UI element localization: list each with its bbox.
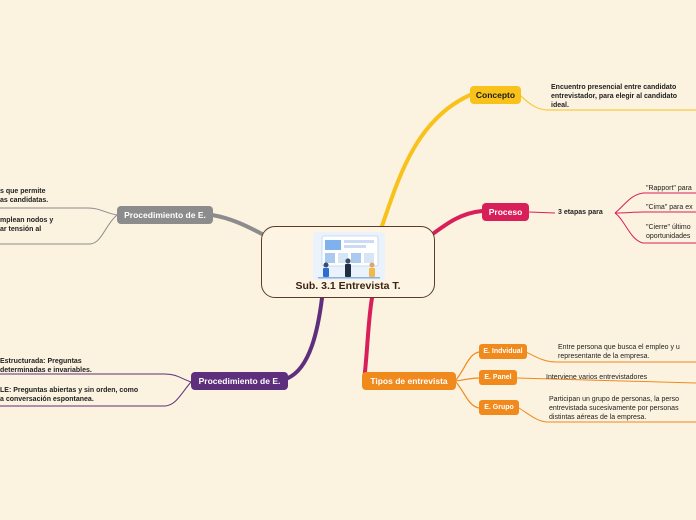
topic-procedimiento-gray[interactable]: Procedimiento de E. (117, 206, 213, 224)
concepto-text-line-3: ideal. (551, 102, 569, 109)
proc-purple-leaf-2 (0, 381, 192, 407)
topic-concepto[interactable]: Concepto (470, 86, 521, 104)
proc-gray-text-2a: mplean nodos y (0, 217, 54, 224)
central-topic-label: Sub. 3.1 Entrevista T. (295, 280, 401, 292)
tipos-leaf-3 (518, 407, 696, 423)
proc-gray-leaf-2 (0, 214, 118, 245)
proc-gray-leaf-1 (0, 207, 118, 216)
central-topic[interactable]: Sub. 3.1 Entrevista T. (261, 226, 435, 298)
topic-procedimiento-purple[interactable]: Procedimiento de E. (191, 372, 288, 390)
tipo-grupo-text-3: distintas aéreas de la empresa. (549, 414, 647, 421)
proc-purple-text-2b: a conversación espontanea. (0, 396, 94, 403)
tipos-leaf-1 (525, 351, 696, 363)
proc-purple-text-1b: determinadas e invariables. (0, 367, 92, 374)
concepto-text-line-1: Encuentro presencial entre candidato (551, 84, 677, 91)
people-in-front-of-dashboard-illustration (313, 232, 385, 280)
proceso-stage-3-cont: oportunidades (646, 233, 691, 240)
tipo-grupo-text-1: Participan un grupo de personas, la pers… (549, 396, 679, 403)
branch-tipos (362, 296, 374, 382)
tipo-individual[interactable]: E. Indvidual (479, 344, 527, 359)
proc-gray-text-1b: as candidatas. (0, 197, 49, 204)
concepto-leaf-line (519, 94, 696, 111)
proceso-stage-1: "Rapport" para (646, 185, 692, 192)
tipo-panel[interactable]: E. Panel (479, 370, 517, 385)
topic-tipos-de-entrevista[interactable]: Tipos de entrevista (362, 372, 456, 390)
proceso-stage-2-line (614, 211, 696, 214)
tipo-grupo[interactable]: E. Grupo (479, 400, 519, 415)
topic-proceso[interactable]: Proceso (482, 203, 529, 221)
tipos-line-3 (454, 380, 480, 409)
tipos-leaf-2 (516, 377, 696, 384)
proceso-stage-1-line (614, 192, 696, 214)
branch-concepto (380, 93, 472, 228)
branch-proceso (428, 209, 484, 238)
proceso-stage-2: "Cima" para ex (646, 204, 693, 211)
tipos-line-1 (454, 351, 480, 382)
tipo-individual-text-1: Entre persona que busca el empleo y u (558, 344, 680, 351)
proc-gray-text-1a: s que permite (0, 188, 46, 195)
proc-purple-text-2a: LE: Preguntas abiertas y sin orden, como (0, 387, 139, 394)
concepto-text-line-2: entrevistador, para elegir al candidato (551, 93, 678, 100)
tipo-individual-text-2: representante de la empresa. (558, 353, 650, 360)
tipos-line-2 (454, 377, 480, 382)
proc-purple-leaf-1 (0, 373, 192, 383)
proceso-sublabel: 3 etapas para (558, 209, 603, 216)
tipo-panel-text-1: Interviene varios entrevistadores (546, 374, 648, 381)
proc-purple-text-1a: Estructurada: Preguntas (0, 358, 82, 365)
branch-proc-gray (210, 213, 264, 236)
proc-gray-text-2b: ar tensión al (0, 226, 42, 233)
branch-proc-purple (286, 296, 324, 380)
proceso-stage-3: "Cierre" último (646, 224, 691, 231)
proceso-sub-line (528, 211, 556, 214)
proceso-stage-3-line (614, 212, 696, 244)
tipo-grupo-text-2: entrevistada sucesivamente por personas (549, 405, 679, 412)
